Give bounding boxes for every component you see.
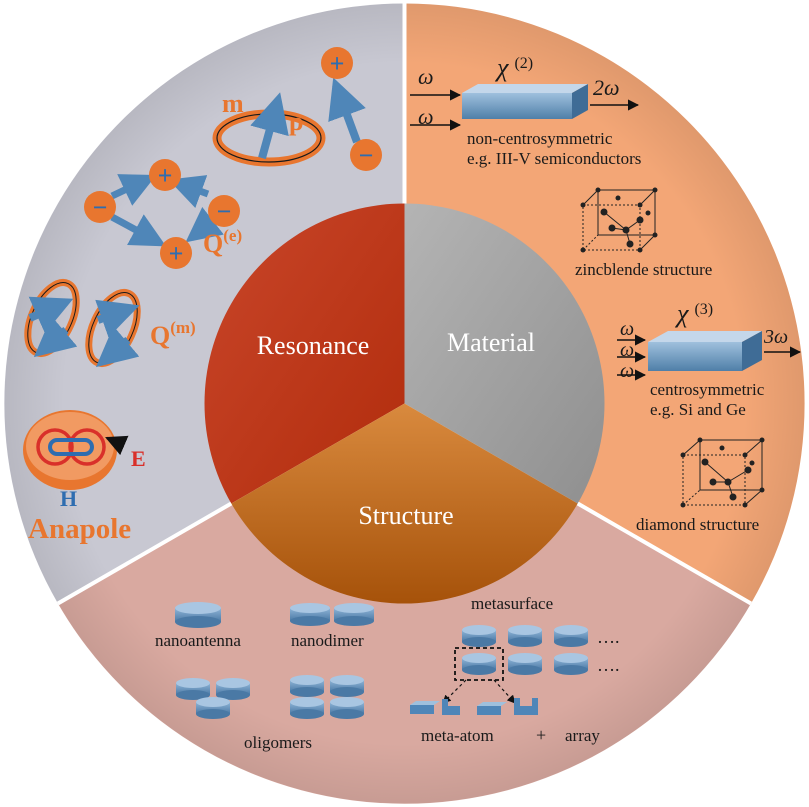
resonance-label: Resonance (257, 331, 370, 360)
meta-atom-shapes-icon (410, 698, 538, 715)
magnetic-quadrupole-icon (24, 279, 141, 368)
core-circle: Resonance Material Structure (204, 203, 605, 604)
magnetic-dipole-icon (212, 92, 326, 167)
resonance-core-sector (204, 203, 405, 504)
unit-cell-highlight (454, 647, 504, 681)
chi2-label: χ(2) (494, 53, 533, 82)
nanodimer-icon (290, 603, 374, 626)
electric-quadrupole-icon: − + − + (84, 159, 240, 269)
three-omega-label: 3ω (763, 326, 788, 348)
svg-text:+: + (158, 161, 173, 190)
noncentro-example-label: e.g. III-V semiconductors (467, 149, 641, 168)
svg-text:−: − (217, 197, 232, 226)
omega-in-2: ω (418, 104, 434, 129)
electric-dipole-icon: + − (321, 47, 382, 171)
h-field-label: H (60, 486, 77, 511)
p-label: p (289, 107, 303, 136)
centro-label: centrosymmetric (650, 380, 765, 399)
nanodimer-label: nanodimer (291, 631, 364, 650)
omega-in-1: ω (418, 64, 434, 89)
e-field-label: E (131, 446, 146, 471)
centro-example-label: e.g. Si and Ge (650, 400, 746, 419)
nanoantenna-icon (175, 602, 221, 628)
meta-atom-label: meta-atom (421, 726, 494, 745)
anapole-icon (23, 410, 129, 490)
metasurface-label: metasurface (471, 594, 553, 613)
material-panel: ω ω χ(2) 2ω non-centrosymmetric e.g. III… (410, 53, 802, 534)
material-label: Material (447, 328, 535, 357)
noncentro-label: non-centrosymmetric (467, 129, 613, 148)
svg-text:+: + (169, 239, 184, 268)
chi3-label: χ(3) (674, 299, 713, 328)
omega-in-5: ω (620, 360, 634, 382)
metasurface-ellipsis-1: …. (597, 627, 620, 647)
chi2-crystal-block (462, 84, 588, 119)
two-omega-label: 2ω (593, 75, 620, 100)
structure-label: Structure (358, 501, 453, 530)
array-label: array (565, 726, 600, 745)
qm-label: Q(m) (150, 318, 196, 350)
oligomer-trimer-icon (176, 678, 250, 719)
zincblende-label: zincblende structure (575, 260, 712, 279)
metasurface-ellipsis-2: …. (597, 655, 620, 675)
diamond-label: diamond structure (636, 515, 759, 534)
chi3-crystal-block (648, 331, 762, 371)
svg-text:−: − (93, 193, 108, 222)
omega-in-4: ω (620, 339, 634, 361)
svg-text:+: + (330, 49, 345, 78)
nanoantenna-label: nanoantenna (155, 631, 241, 650)
omega-in-3: ω (620, 318, 634, 340)
resonance-panel: m + − p − + − + Q(e) (23, 47, 382, 545)
material-core-sector (404, 203, 605, 504)
plus-label: + (536, 725, 546, 745)
structure-panel: nanoantenna nanodimer metasurface (155, 594, 620, 752)
metasurface-disk-array (454, 625, 588, 681)
oligomers-label: oligomers (244, 733, 312, 752)
zincblende-lattice-icon (580, 187, 658, 253)
diamond-lattice-icon (680, 437, 765, 508)
m-label: m (222, 89, 244, 118)
anapole-label: Anapole (28, 513, 131, 545)
oligomer-hexamer-icon (290, 675, 364, 719)
qe-label: Q(e) (203, 226, 242, 258)
svg-text:−: − (359, 141, 374, 170)
structure-core-sector (231, 403, 578, 604)
